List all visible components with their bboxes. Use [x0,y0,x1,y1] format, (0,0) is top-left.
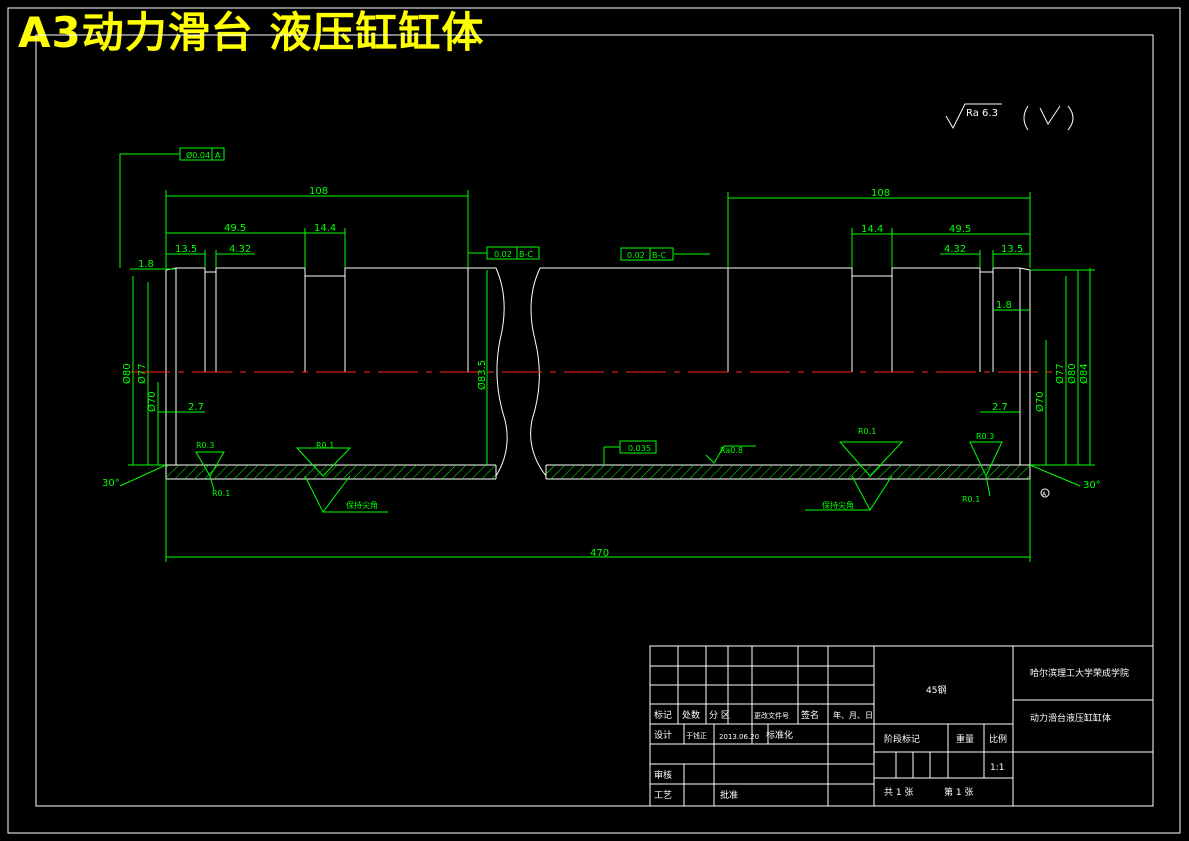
note-r03-right: R0.3 [976,432,994,441]
dim-angle-left: 30° [102,478,120,489]
part-outline [165,267,1031,480]
dim-left-2-7: 2.7 [188,402,204,413]
section-hatch-left [166,465,496,479]
roughness-symbol [945,103,1074,131]
dim-angle-right: 30° [1083,480,1101,491]
fcf-left [486,246,540,260]
dim-left-49-5: 49.5 [224,223,246,234]
datum-a-mark [1040,488,1050,498]
tb-approve-label: 批准 [720,789,738,801]
dim-left-4-32: 4.32 [229,244,251,255]
dim-r-dia-70: Ø70 [1034,391,1046,412]
inner-frame [35,34,1154,807]
fcf-runout-value: Ø0.04 [186,150,210,160]
note-sharp-left: 保持尖角 [346,500,378,510]
fcf-right [620,247,674,261]
tb-sheets: 共 1 张 [884,787,913,798]
fcf-left-value: 0.02 [494,250,512,259]
tb-weight-label: 重量 [956,733,974,745]
dim-right-13-5: 13.5 [1001,244,1023,255]
dim-right-49-5: 49.5 [949,224,971,235]
note-r01-right-top: R0.1 [858,427,876,436]
fcf-left-datum: B-C [519,250,533,259]
tb-mark: 标记 [654,709,672,721]
tb-date: 2013.06.20 [719,733,759,741]
tb-designer: 于钱正 [686,731,707,740]
dim-right-108: 108 [871,188,890,199]
fcf-bore [619,440,657,454]
tb-material: 45钢 [926,684,946,696]
dim-r-dia-77: Ø77 [1054,363,1066,384]
dim-right-2-7: 2.7 [992,402,1008,413]
dim-dia-80: Ø80 [121,363,133,384]
tb-scale: 1:1 [990,763,1004,773]
note-r01-right-bottom: R0.1 [962,495,980,504]
tb-process-label: 工艺 [654,790,672,801]
dim-right-14-4: 14.4 [861,224,883,235]
tb-standard-label: 标准化 [766,729,793,741]
dim-dia-83-5: Ø83.5 [476,360,488,390]
dim-dia-70: Ø70 [146,391,158,412]
dim-r-dia-84: Ø84 [1078,363,1090,384]
note-ra08: Ra0.8 [720,446,743,455]
note-sharp-right: 保持尖角 [822,500,854,510]
fcf-runout-datum: A [215,151,221,160]
tb-change-doc: 更改文件号 [754,711,789,720]
tb-scale-label: 比例 [989,733,1007,745]
tb-sheet-no: 第 1 张 [944,786,973,798]
dim-left-13-5: 13.5 [175,244,197,255]
dim-total-470: 470 [590,548,609,559]
tb-date-label: 年、月、日 [833,710,873,720]
tb-design-label: 设计 [654,729,672,741]
fcf-right-datum: B-C [652,251,666,260]
dim-left-108: 108 [309,186,328,197]
tb-zone: 分 区 [709,710,730,721]
datum-a-label: A [1042,491,1047,498]
note-r03-left: R0.3 [196,441,214,450]
dim-left-1-8: 1.8 [138,259,154,270]
fcf-right-value: 0.02 [627,251,645,260]
tb-review-label: 审核 [654,769,672,781]
dim-left-14-4: 14.4 [314,223,336,234]
tb-count: 处数 [682,709,700,721]
roughness-marks [195,441,1003,513]
section-hatch-right [546,465,1030,479]
drawing-title: A3动力滑台 液压缸缸体 [18,8,485,57]
tb-school: 哈尔滨理工大学荣成学院 [1030,667,1129,679]
fcf-runout-a [179,147,225,161]
dim-right-1-8: 1.8 [996,300,1012,311]
dimension-lines [119,153,1095,562]
note-r01-left-top: R0.1 [316,441,334,450]
dim-r-dia-80: Ø80 [1066,363,1078,384]
note-r01-left-bottom: R0.1 [212,489,230,498]
tb-stage-label: 阶段标记 [884,733,920,745]
tb-part-name: 动力滑台液压缸缸体 [1030,712,1111,724]
tb-signature: 签名 [801,709,819,721]
dim-dia-77: Ø77 [136,363,148,384]
title-block [649,645,1154,807]
roughness-note: Ra 6.3 [966,108,998,119]
outer-frame [7,7,1181,834]
fcf-bore-value: 0.035 [628,444,651,453]
dim-right-4-32: 4.32 [944,244,966,255]
